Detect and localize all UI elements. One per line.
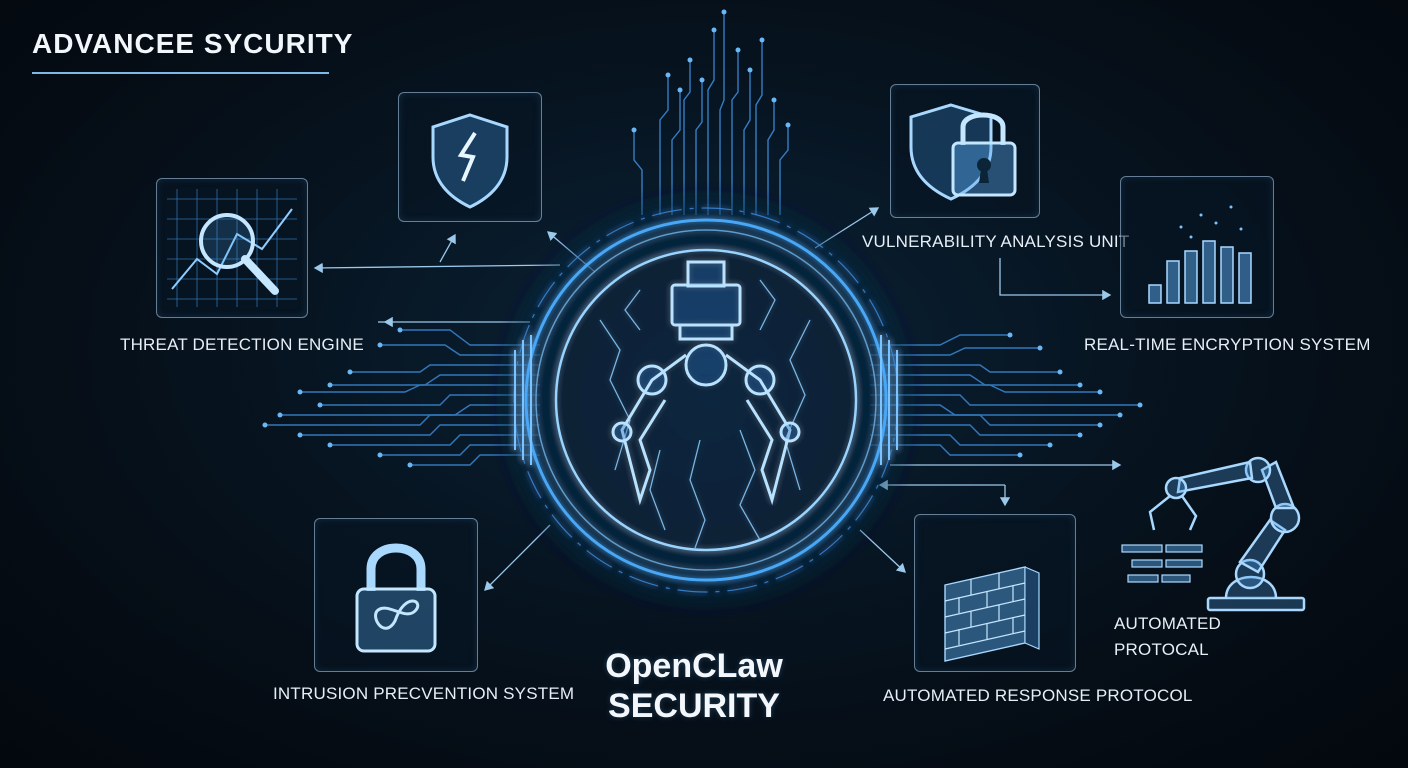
response-label: AUTOMATED RESPONSE PROTOCOL xyxy=(883,686,1193,705)
protocal-label-line1: AUTOMATED xyxy=(1114,614,1221,633)
protocal-label-line2: PROTOCAL xyxy=(1114,640,1209,659)
brand-line-2: SECURITY xyxy=(608,687,780,725)
encryption-label: REAL-TIME ENCRYPTION SYSTEM xyxy=(1084,335,1371,354)
padlock-icon xyxy=(355,543,437,653)
response-panel xyxy=(914,514,1076,672)
shield-lock-icon xyxy=(909,103,1017,201)
firewall-icon xyxy=(944,566,1040,662)
intrusion-label: INTRUSION PRECVENTION SYSTEM xyxy=(273,684,575,703)
vulnerability-panel xyxy=(890,84,1040,218)
page-title: ADVANCEE SYCURITY xyxy=(32,28,354,59)
arrow-to-threat-detection xyxy=(313,262,561,274)
circuit-nodes-right xyxy=(1007,332,1143,458)
shield-cracked-icon xyxy=(431,113,509,209)
magnifier-chart-icon xyxy=(167,189,297,307)
central-orb xyxy=(486,180,926,620)
bar-chart-icon xyxy=(1148,205,1252,304)
vulnerability-label: VULNERABILITY ANALYSIS UNIT xyxy=(862,232,1130,251)
encryption-panel xyxy=(1120,176,1274,318)
title-underline xyxy=(32,72,329,74)
threat-detection-label: THREAT DETECTION ENGINE xyxy=(120,335,364,354)
claw-icon xyxy=(611,260,801,506)
circuit-traces-top xyxy=(633,12,789,215)
shield-panel xyxy=(398,92,542,222)
circuit-nodes-left xyxy=(262,327,413,468)
brand-title: OpenCLaw SECURITY xyxy=(590,646,798,726)
threat-detection-panel xyxy=(156,178,308,318)
circuit-nodes-top xyxy=(631,9,791,133)
intrusion-panel xyxy=(314,518,478,672)
arrow-up-shield xyxy=(439,233,456,263)
brand-line-1: OpenCLaw xyxy=(605,647,783,685)
arrow-to-encryption xyxy=(999,258,1112,301)
